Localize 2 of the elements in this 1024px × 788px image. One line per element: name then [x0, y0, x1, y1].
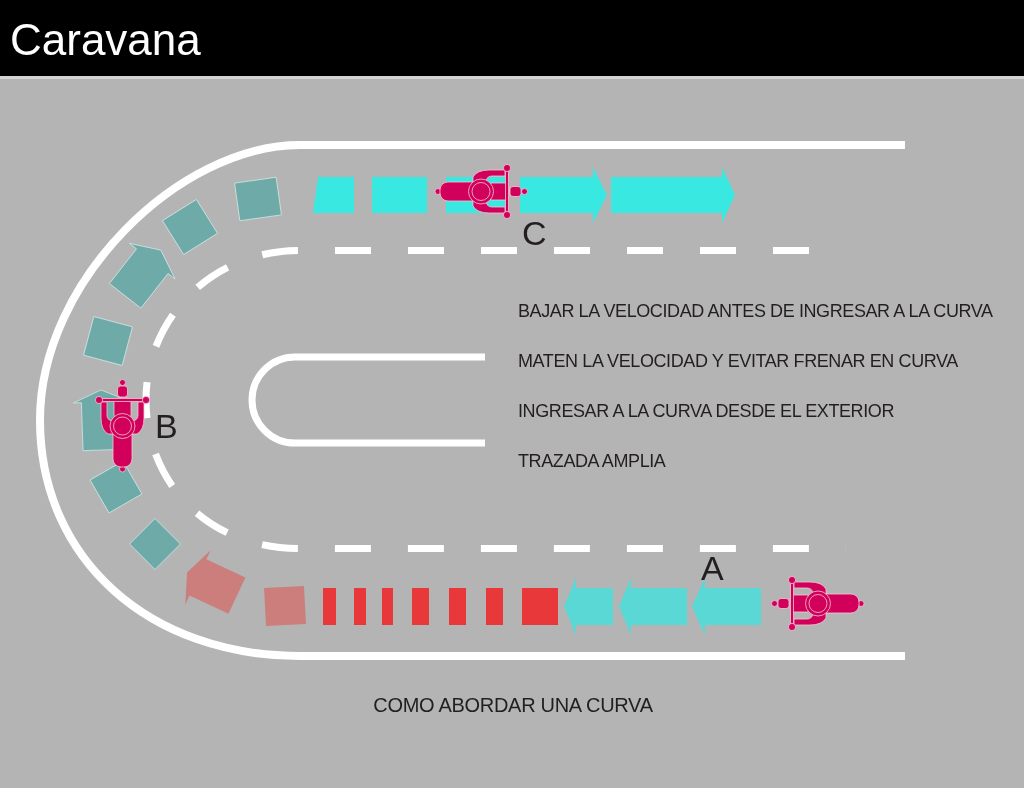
title: Caravana [10, 18, 201, 62]
caption: COMO ABORDAR UNA CURVA [373, 693, 653, 717]
